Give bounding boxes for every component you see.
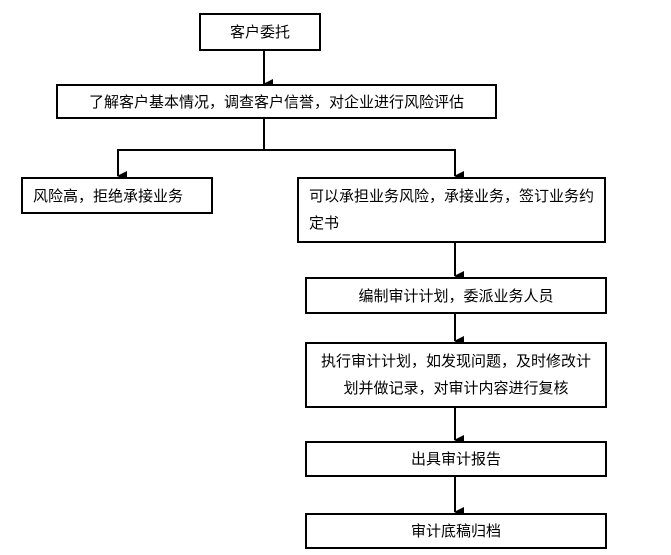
node-understand-client: 了解客户基本情况，调查客户信誉，对企业进行风险评估	[56, 84, 497, 119]
node-archive-working-papers: 审计底稿归档	[305, 513, 607, 549]
node-prepare-audit-plan: 编制审计计划，委派业务人员	[305, 277, 607, 314]
node-prepare-audit-plan-label: 编制审计计划，委派业务人员	[358, 286, 554, 305]
node-high-risk-reject-label: 风险高，拒绝承接业务	[33, 186, 184, 205]
node-accept-engagement: 可以承担业务风险，承接业务，签订业务约定书	[297, 177, 606, 243]
node-archive-working-papers-label: 审计底稿归档	[410, 522, 501, 540]
node-execute-audit-plan-label: 执行审计计划，如发现问题，及时修改计划并做记录，对审计内容进行复核	[320, 352, 591, 397]
node-issue-audit-report: 出具审计报告	[305, 441, 607, 477]
node-high-risk-reject: 风险高，拒绝承接业务	[21, 177, 213, 214]
node-client-commission-label: 客户委托	[229, 23, 290, 41]
node-issue-audit-report-label: 出具审计报告	[410, 450, 501, 468]
node-execute-audit-plan: 执行审计计划，如发现问题，及时修改计划并做记录，对审计内容进行复核	[305, 342, 607, 408]
node-understand-client-label: 了解客户基本情况，调查客户信誉，对企业进行风险评估	[88, 92, 464, 111]
node-accept-engagement-label: 可以承担业务风险，承接业务，签订业务约定书	[309, 187, 595, 232]
node-client-commission: 客户委托	[199, 13, 321, 51]
